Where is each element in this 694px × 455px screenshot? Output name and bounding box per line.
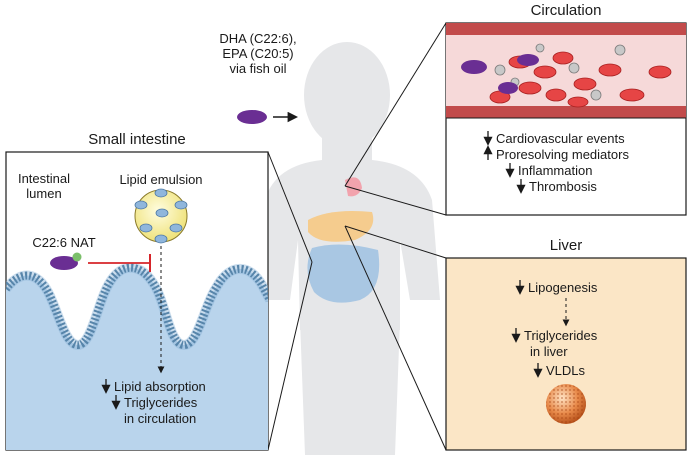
effect-cardiovascular-events: Cardiovascular events (496, 131, 625, 146)
intestine-organ-icon (307, 244, 380, 303)
effect-thrombosis: Thrombosis (529, 179, 597, 194)
fish-oil-input: DHA (C22:6), EPA (C20:5) via fish oil (219, 31, 299, 124)
heart-icon (345, 177, 362, 197)
lipid-emulsion-droplet (134, 188, 188, 244)
effect-in-circulation: in circulation (124, 411, 196, 426)
intestine-effects: Lipid absorption Triglycerides in circul… (101, 379, 206, 426)
effect-lipid-absorption: Lipid absorption (114, 379, 206, 394)
effect-triglycerides-liver: Triglycerides (524, 328, 598, 343)
dha-molecules (461, 54, 539, 94)
input-line-2: EPA (C20:5) (222, 46, 293, 61)
effect-proresolving-mediators: Proresolving mediators (496, 147, 629, 162)
small-intestine-panel: Small intestine Intestinal lumen Lipid e… (5, 131, 269, 451)
intestinal-tissue (6, 267, 268, 450)
blood-vessel (446, 23, 686, 118)
lumen-label-line-2: lumen (26, 186, 61, 201)
small-intestine-title: Small intestine (88, 131, 186, 148)
c22-6-nat-label: C22:6 NAT (32, 235, 95, 250)
vldl-particle-icon (546, 384, 586, 424)
connector-lines (267, 22, 447, 451)
circulation-title: Circulation (531, 2, 602, 19)
circulation-panel: Circulation (445, 2, 687, 216)
lumen-label-line-1: Intestinal (18, 171, 70, 186)
epithelium-cells (6, 263, 268, 350)
effect-in-liver: in liver (530, 344, 568, 359)
platelets (494, 43, 626, 101)
effect-vldls: VLDLs (546, 363, 586, 378)
input-line-1: DHA (C22:6), (219, 31, 296, 46)
lipid-emulsion-label: Lipid emulsion (119, 172, 202, 187)
fish-oil-capsule-icon (237, 110, 267, 124)
input-line-3: via fish oil (229, 61, 286, 76)
liver-effects: Lipogenesis Triglycerides in liver VLDLs (511, 280, 598, 378)
liver-panel: Liver Lipogenesis Triglycerides in liver… (445, 237, 687, 451)
effect-inflammation: Inflammation (518, 163, 592, 178)
liver-title: Liver (550, 237, 583, 254)
effect-triglycerides: Triglycerides (124, 395, 198, 410)
nat-molecule-icon (50, 256, 78, 270)
effect-lipogenesis: Lipogenesis (528, 280, 598, 295)
circulation-effects: Cardiovascular events Proresolving media… (483, 131, 629, 194)
liver-organ-icon (308, 211, 374, 242)
